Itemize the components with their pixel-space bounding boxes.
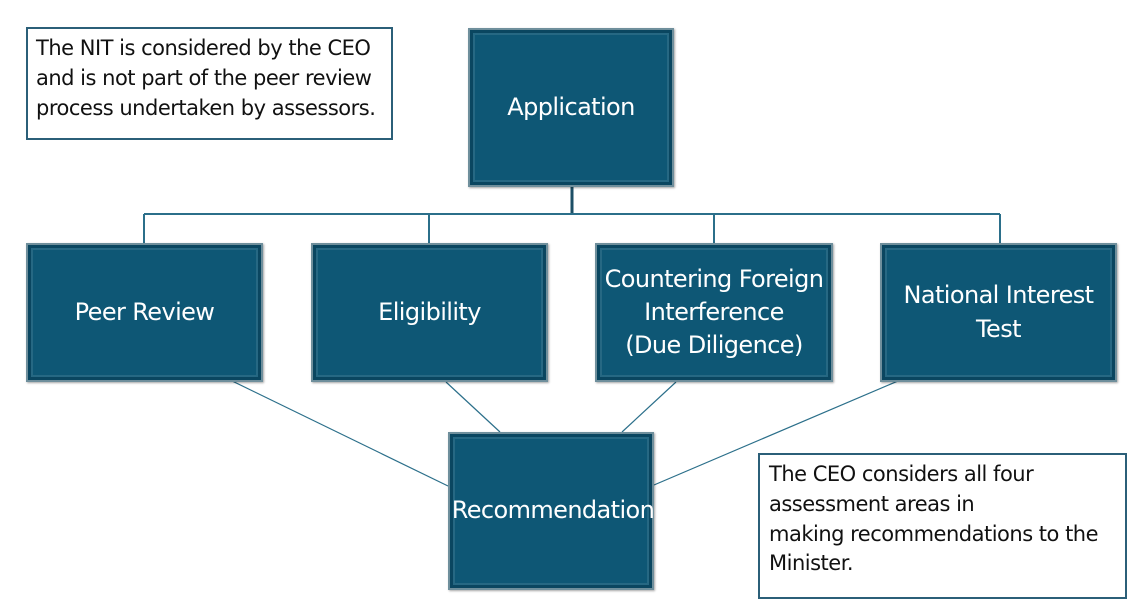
eligibility-box: Eligibility — [311, 243, 548, 382]
connector-nit-to-recommendation — [653, 377, 906, 486]
recommendation-box: Recommendation — [448, 432, 655, 590]
application-box: Application — [468, 28, 674, 187]
nit-note: The NIT is considered by the CEO and is … — [26, 27, 393, 140]
national-interest-test-label: National Interest Test — [903, 281, 1095, 343]
countering-foreign-interference-box: Countering Foreign Interference (Due Dil… — [595, 243, 833, 382]
nit-note-text: The NIT is considered by the CEO and is … — [36, 36, 376, 120]
recommendation-label: Recommendation — [451, 496, 655, 525]
connector-cfi-to-recommendation — [621, 381, 677, 433]
countering-foreign-interference-label: Countering Foreign Interference (Due Dil… — [604, 264, 824, 360]
peer-review-box: Peer Review — [26, 243, 263, 382]
eligibility-label: Eligibility — [378, 297, 481, 326]
ceo-note-text: The CEO considers all four assessment ar… — [769, 462, 1099, 576]
national-interest-test-box: National Interest Test — [880, 243, 1117, 382]
ceo-note: The CEO considers all four assessment ar… — [758, 453, 1127, 599]
application-label: Application — [507, 92, 635, 121]
connector-peer-review-to-recommendation — [225, 377, 449, 487]
connector-eligibility-to-recommendation — [445, 381, 501, 433]
peer-review-label: Peer Review — [74, 297, 215, 326]
